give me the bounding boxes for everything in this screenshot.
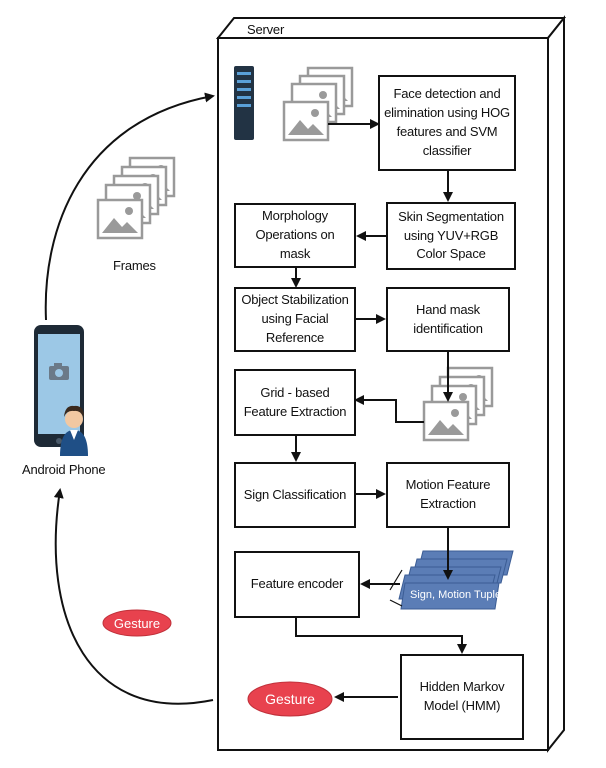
hand-mask-box: Hand mask identification (386, 287, 510, 352)
sign-classification-box: Sign Classification (234, 462, 356, 528)
feature-encoder-box: Feature encoder (234, 551, 360, 618)
frames-label: Frames (113, 258, 156, 273)
morphology-box: Morphology Operations on mask (234, 203, 356, 268)
user-avatar-icon (60, 405, 88, 456)
gesture-label-inside: Gesture (265, 691, 315, 707)
gesture-label-outside: Gesture (113, 615, 161, 631)
frames-image-stack-icon (96, 156, 176, 240)
tuple-stack (389, 550, 514, 610)
skin-segmentation-box: Skin Segmentation using YUV+RGB Color Sp… (386, 202, 516, 270)
hmm-box: Hidden Markov Model (HMM) (400, 654, 524, 740)
connectors (44, 92, 467, 705)
grid-feature-box: Grid - based Feature Extraction (234, 369, 356, 436)
gesture-ellipse-inside (247, 681, 333, 717)
camera-icon (49, 363, 69, 380)
android-phone-label: Android Phone (22, 462, 106, 477)
face-detection-box: Face detection and elimination using HOG… (378, 75, 516, 171)
object-stabilization-box: Object Stabilization using Facial Refere… (234, 287, 356, 352)
motion-feature-box: Motion Feature Extraction (386, 462, 510, 528)
server-rack-icon (234, 66, 254, 140)
tuple-label: Sign, Motion Tuple (410, 589, 502, 601)
smartphone-icon (34, 325, 84, 447)
server-title: Server (247, 22, 285, 37)
gesture-ellipse-outside (102, 609, 172, 637)
